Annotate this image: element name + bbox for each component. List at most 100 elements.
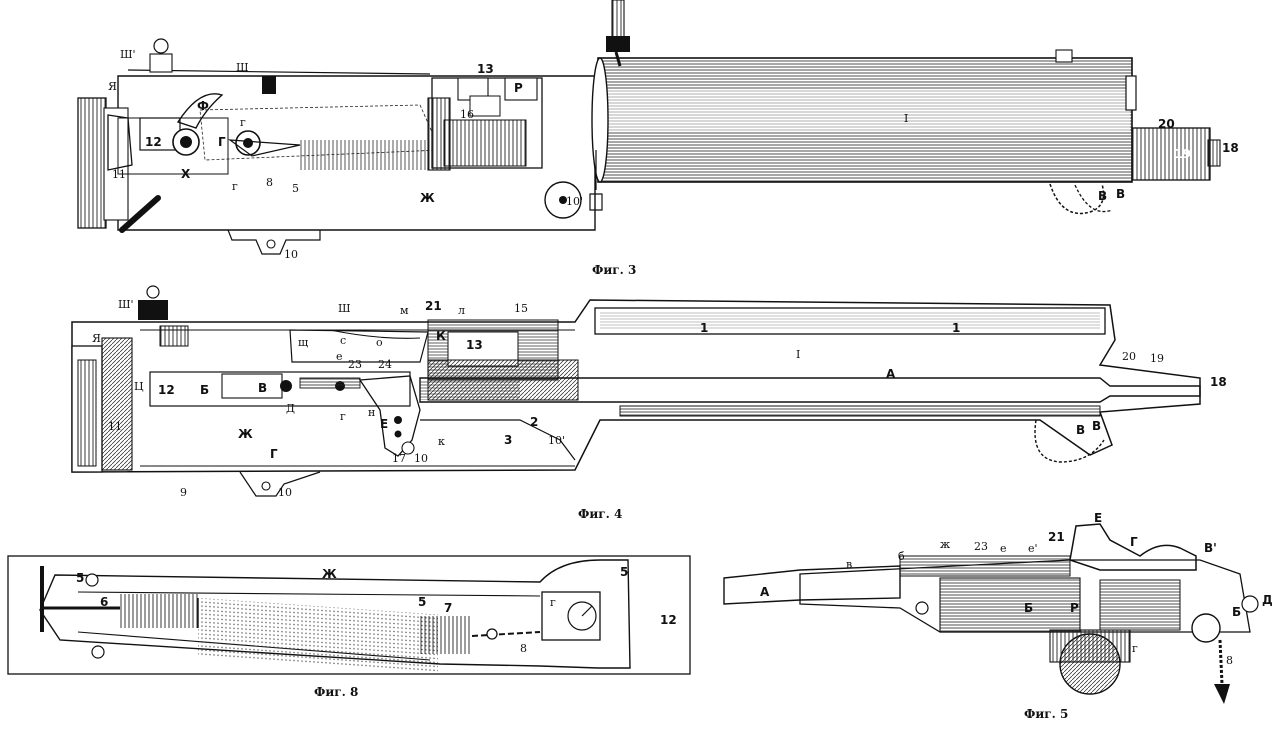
fig8-label-12: 12 (660, 613, 677, 627)
fig4-label-zh: Ж (238, 427, 253, 441)
fig3-label-16: 16 (460, 108, 474, 121)
fig4-label-k-cap: К (436, 329, 446, 343)
fig3-label-v1: В (1098, 189, 1107, 203)
fig4-label-g-cap: Г (270, 447, 278, 461)
fig4-label-ya: Я (92, 332, 101, 345)
fig4-label-2: 2 (530, 415, 538, 429)
fig5-label-e-cap: Е (1094, 511, 1102, 525)
fig3-label-20: 20 (1158, 117, 1175, 131)
fig4-label-11: 11 (108, 420, 122, 433)
fig8-label-8: 8 (520, 642, 527, 655)
fig8-label-zh: Ж (322, 567, 337, 581)
fig4-label-o: о (376, 336, 383, 349)
fig4-label-shch: щ (298, 336, 308, 349)
fig3-label-ya: Я (108, 80, 117, 93)
fig5-label-zh-small: ж (940, 538, 950, 551)
fig3-label-g-small2: г (232, 180, 238, 193)
fig4-label-sh: Ш (338, 302, 351, 315)
figure-8: 5 Ж 5 6 5 7 г 12 8 Фиг. 8 (7, 555, 691, 699)
figure-5: в б ж 23 е е' 21 Е Г В' А Б Р Б Д г 8 Фи… (723, 511, 1273, 721)
figure-3: Ш' Я Ш 13 Р 16 Ф г 12 Г Х 11 г 8 5 Ж 10'… (77, 0, 1239, 277)
fig4-label-ts: Ц (134, 380, 144, 393)
fig3-label-zh: Ж (420, 191, 435, 205)
fig3-label-g-small: г (240, 116, 246, 129)
fig5-label-v-small: в (846, 558, 852, 571)
fig5-caption: Фиг. 5 (1024, 707, 1068, 721)
fig4-label-roman-one: I (796, 348, 800, 361)
fig5-label-r: Р (1070, 601, 1079, 615)
fig5-label-d: Д (1262, 593, 1273, 607)
fig3-water-jacket (591, 57, 1137, 183)
fig3-label-g-cap: Г (218, 135, 226, 149)
fig3-label-19: 19 (1174, 147, 1191, 161)
fig4-label-d: Д (286, 402, 295, 415)
fig4-label-10b: 10 (414, 452, 428, 465)
fig4-label-l: л (458, 304, 465, 317)
fig5-label-8: 8 (1226, 654, 1233, 667)
fig4-label-e-cap: Е (380, 417, 388, 431)
fig5-label-b-small: б (898, 550, 905, 563)
fig8-label-5c: 5 (418, 595, 426, 609)
fig8-label-6: 6 (100, 595, 108, 609)
fig3-label-kh: Х (181, 167, 191, 181)
fig5-label-a: А (760, 585, 770, 599)
fig3-label-v2: В (1116, 187, 1125, 201)
fig4-label-23: 23 (348, 358, 362, 371)
fig8-caption: Фиг. 8 (314, 685, 358, 699)
fig5-label-e-prime: е' (1028, 542, 1038, 555)
fig4-label-10: 10 (278, 486, 292, 499)
figure-4: Ш' Я Ш м 21 л 15 1 1 I щ с о е 23 24 К 1… (71, 285, 1227, 521)
fig4-label-18: 18 (1210, 375, 1227, 389)
fig4-label-15: 15 (514, 302, 528, 315)
fig4-caption: Фиг. 4 (578, 507, 622, 521)
fig4-label-sh-prime: Ш' (118, 298, 134, 311)
fig3-label-r: Р (514, 81, 523, 95)
fig4-label-1a: 1 (700, 321, 708, 335)
fig8-label-5a: 5 (76, 571, 84, 585)
fig4-label-e: е (336, 350, 343, 363)
fig8-label-5b: 5 (620, 565, 628, 579)
fig3-label-8: 8 (266, 176, 273, 189)
fig4-label-3: 3 (504, 433, 512, 447)
fig4-label-m: м (400, 304, 409, 317)
fig8-label-g: г (550, 596, 556, 609)
fig4-label-13: 13 (466, 338, 483, 352)
fig4-label-b-cap: Б (200, 383, 209, 397)
fig5-label-b-cap2: Б (1232, 605, 1241, 619)
fig4-label-v: В (258, 381, 267, 395)
fig3-label-roman-one: I (904, 112, 908, 125)
fig3-label-18: 18 (1222, 141, 1239, 155)
fig5-label-g-small: г (1132, 642, 1138, 655)
fig3-label-f: Ф (197, 99, 209, 113)
fig5-label-21: 21 (1048, 530, 1065, 544)
fig4-label-24: 24 (378, 358, 392, 371)
fig3-caption: Фиг. 3 (592, 263, 636, 277)
fig5-label-23: 23 (974, 540, 988, 553)
fig4-label-k-small: к (438, 435, 445, 448)
fig5-label-v-cap: В' (1204, 541, 1217, 555)
fig4-label-21: 21 (425, 299, 442, 313)
fig4-label-s: с (340, 334, 346, 347)
fig4-label-v2: В (1092, 419, 1101, 433)
fig8-label-7: 7 (444, 601, 452, 615)
fig5-label-b-cap: Б (1024, 601, 1033, 615)
fig3-label-10: 10 (284, 248, 298, 261)
fig4-label-19: 19 (1150, 352, 1164, 365)
fig4-label-9: 9 (180, 486, 187, 499)
fig4-label-a-cap: А (886, 367, 896, 381)
fig4-label-v1: В (1076, 423, 1085, 437)
fig4-label-20: 20 (1122, 350, 1136, 363)
fig4-label-1b: 1 (952, 321, 960, 335)
fig5-label-e: е (1000, 542, 1007, 555)
fig5-label-g-cap: Г (1130, 535, 1138, 549)
fig3-label-sh: Ш (236, 61, 249, 74)
fig3-label-12: 12 (145, 135, 162, 149)
fig4-label-n-small: н (368, 406, 375, 419)
fig3-label-10p: 10' (566, 195, 583, 208)
fig3-label-11: 11 (112, 168, 126, 181)
fig4-label-10p: 10' (548, 434, 565, 447)
fig3-label-5: 5 (292, 182, 299, 195)
fig3-label-sh-prime: Ш' (120, 48, 136, 61)
fig3-spring (300, 140, 440, 170)
